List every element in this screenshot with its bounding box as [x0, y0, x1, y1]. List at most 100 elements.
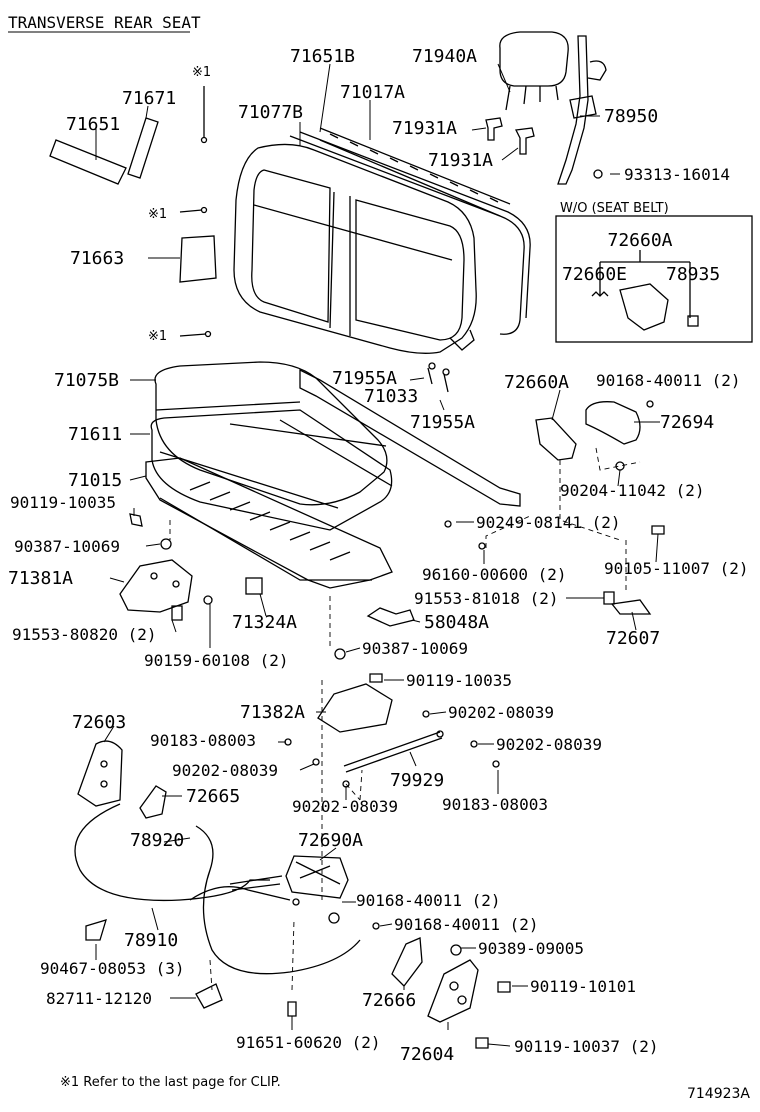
bolt-90105: [651, 525, 665, 535]
seat-frame: [145, 457, 393, 589]
seat-back-seam: [253, 191, 453, 336]
inset-label-78935: 78935: [666, 264, 720, 285]
clip-marker-2: ※1: [148, 207, 167, 222]
seat-back-frame: [289, 135, 525, 335]
seat-cushion-seam: [155, 401, 387, 447]
part-label: 90183-08003: [442, 795, 548, 814]
hinge-pins: [427, 367, 449, 393]
inset-tree: [599, 250, 691, 318]
lever-72665: [139, 785, 167, 819]
part-label: 71931A: [392, 118, 457, 139]
cable-78910-b: [189, 886, 291, 901]
part-label: 72604: [400, 1044, 454, 1065]
part-label: 93313-16014: [624, 165, 730, 184]
plate-72690A-lines: [295, 861, 341, 885]
part-label: 78910: [124, 930, 178, 951]
seat-back-cushion: [233, 143, 477, 354]
part-label: 90204-11042 (2): [560, 481, 705, 500]
diagram-title: TRANSVERSE REAR SEAT: [8, 13, 201, 32]
headrest: [499, 31, 569, 87]
bracket-72666: [391, 937, 423, 987]
part-label: 90168-40011 (2): [356, 891, 501, 910]
part-label: 71651: [66, 114, 120, 135]
seat-frame-rail: [159, 497, 372, 581]
seat-back-frame-rail: [319, 127, 511, 217]
part-label: 90249-08141 (2): [476, 513, 621, 532]
part-label: 91553-80820 (2): [12, 625, 157, 644]
strip-71671: [127, 117, 159, 179]
part-label: 90202-08039: [496, 735, 602, 754]
clip-90467: [85, 919, 107, 941]
part-label: 71077B: [238, 102, 303, 123]
part-label: 82711-12120: [46, 989, 152, 1008]
part-label: 90387-10069: [14, 537, 120, 556]
seat-belt-buckle: [587, 60, 607, 81]
part-label: 71611: [68, 424, 122, 445]
part-label: 90168-40011 (2): [596, 371, 741, 390]
bolt-90119-10035-b: [369, 673, 383, 683]
part-label: 90159-60108 (2): [144, 651, 289, 670]
part-label: 91553-81018 (2): [414, 589, 559, 608]
hinge-rod: [299, 368, 521, 507]
bolt-91553-81018: [603, 591, 615, 605]
clip-markers: ※1 ※1 ※1: [148, 65, 211, 344]
bracket-71382A: [317, 683, 393, 733]
part-label: 71931A: [428, 150, 493, 171]
bolt-91651: [287, 1001, 297, 1017]
clamp-82711: [195, 983, 223, 1009]
bracket-72604: [427, 959, 479, 1023]
clip-marker-3: ※1: [148, 329, 167, 344]
seat-cushion-pad-seam: [159, 419, 393, 509]
part-label: 71940A: [412, 46, 477, 67]
part-label: 71651B: [290, 46, 355, 67]
bolt-90119-10101: [497, 981, 511, 993]
stopper-71324A: [245, 577, 263, 595]
striker-58048A: [366, 607, 415, 627]
cable-78910: [195, 825, 361, 975]
headrest-stays: [505, 85, 559, 111]
inset-spring: [591, 291, 609, 297]
part-label: 90119-10035: [10, 493, 116, 512]
frame-slots: [329, 133, 499, 203]
part-label: 71381A: [8, 568, 73, 589]
cover-72694: [585, 401, 641, 445]
part-labels: 71651B 71940A 71671 71017A 71651 71077B …: [8, 46, 749, 1065]
seat-belt-strap: [557, 35, 589, 185]
part-label: 72666: [362, 990, 416, 1011]
seat-cushion-pad: [150, 409, 393, 531]
part-label: 72603: [72, 712, 126, 733]
part-label: 71017A: [340, 82, 405, 103]
part-label: 90202-08039: [172, 761, 278, 780]
part-label: 90119-10035: [406, 671, 512, 690]
bracket-71381A: [119, 559, 193, 613]
part-label: 71033: [364, 386, 418, 407]
rod-79929: [343, 731, 443, 773]
part-label: 90202-08039: [448, 703, 554, 722]
part-label: 71015: [68, 470, 122, 491]
part-label: 90467-08053 (3): [40, 959, 185, 978]
part-label: 72660A: [504, 372, 569, 393]
seat-back-panel-left: [251, 169, 331, 323]
part-label: 90183-08003: [150, 731, 256, 750]
line-art: [49, 31, 753, 1049]
bolt-90119-10037: [475, 1037, 489, 1049]
strip-71651: [49, 139, 127, 185]
bolt-91553-80820: [171, 605, 183, 621]
lever-72603: [77, 740, 123, 807]
seat-back-hinge: [449, 329, 475, 351]
illustration-code: 714923A: [687, 1086, 750, 1102]
part-label: 71382A: [240, 702, 305, 723]
part-label: 72690A: [298, 830, 363, 851]
part-label: 71324A: [232, 612, 297, 633]
part-label: 72694: [660, 412, 714, 433]
part-label: 71075B: [54, 370, 119, 391]
bracket-72660A: [535, 417, 577, 461]
part-label: 71955A: [332, 368, 397, 389]
part-label: 90389-09005: [478, 939, 584, 958]
clip-marker-1: ※1: [192, 65, 211, 80]
part-label: 71671: [122, 88, 176, 109]
guide-71931A-1: [485, 117, 503, 141]
part-label: 72607: [606, 628, 660, 649]
part-label: 91651-60620 (2): [236, 1033, 381, 1052]
